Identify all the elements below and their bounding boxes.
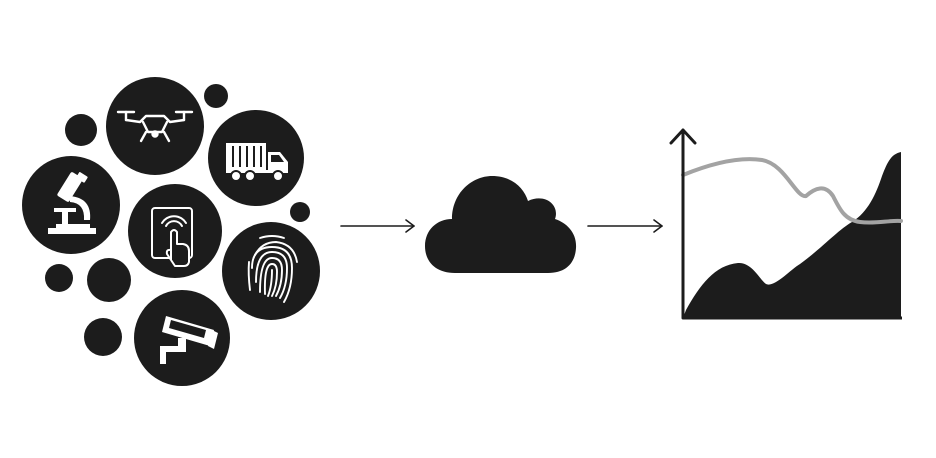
filler-dot (87, 258, 131, 302)
fingerprint-source (222, 222, 320, 320)
filler-dot (290, 202, 310, 222)
flow-arrow-to-cloud (340, 219, 415, 233)
delivery-truck-icon (226, 143, 288, 182)
filler-dot (45, 264, 73, 292)
y-axis (669, 128, 697, 320)
area-line-chart-icon (669, 128, 903, 320)
truck-source (208, 110, 304, 206)
filler-dot (65, 114, 97, 146)
fingerprint-icon (247, 235, 298, 303)
flow-arrow-to-chart (587, 219, 663, 233)
microscope-source (22, 156, 120, 254)
area-series (683, 152, 901, 318)
touch-tablet-icon (151, 207, 193, 267)
cloud-icon (425, 176, 577, 273)
line-series (681, 157, 903, 225)
data-sources-cluster (22, 77, 320, 386)
drone-source (106, 77, 204, 175)
filler-dot (84, 318, 122, 356)
touch-tablet-source (128, 184, 222, 278)
drone-icon (116, 110, 194, 143)
security-camera-icon (160, 316, 218, 364)
filler-dot (204, 84, 228, 108)
microscope-icon (48, 172, 96, 234)
camera-source (134, 290, 230, 386)
